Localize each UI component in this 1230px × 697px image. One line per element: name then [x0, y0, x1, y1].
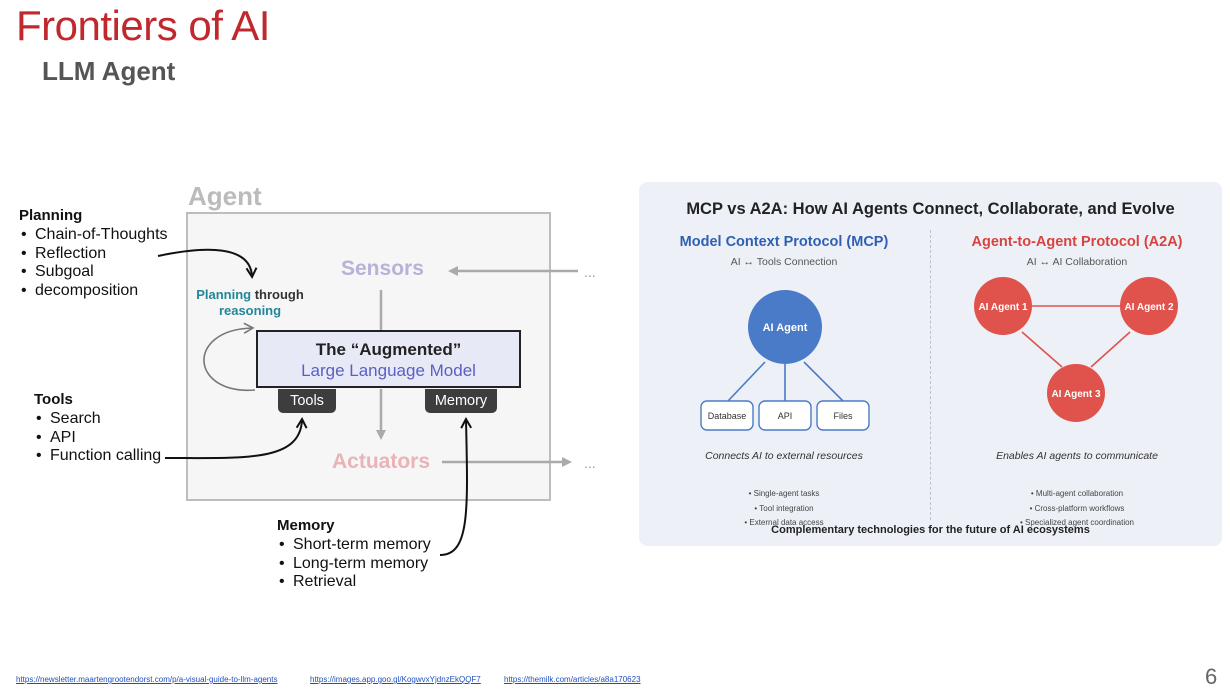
a2a-agent-label: AI Agent 2: [1124, 302, 1174, 313]
planning-word: Planning: [196, 287, 252, 302]
agent-label: Agent: [188, 181, 262, 211]
a2a-subtitle: AI ↔ AI Collaboration: [1026, 256, 1128, 268]
llm-line-2: Large Language Model: [301, 361, 476, 380]
planning-item: Subgoal: [19, 263, 168, 282]
planning-heading: Planning: [19, 207, 83, 224]
planning-item: Reflection: [19, 245, 168, 264]
sensors-label: Sensors: [341, 257, 424, 280]
memory-heading: Memory: [277, 517, 335, 534]
source-link-3[interactable]: https://themilk.com/articles/a8a170623: [504, 675, 641, 684]
mcp-hub-node: [748, 290, 822, 364]
memory-block: Memory Short-term memory Long-term memor…: [277, 517, 431, 592]
input-ellipsis: ...: [584, 264, 596, 280]
a2a-agent-node: [974, 277, 1032, 335]
planning-arrow: [157, 248, 252, 276]
mcp-tool-label: Database: [708, 411, 747, 421]
memory-item: Retrieval: [277, 573, 431, 592]
source-link-2[interactable]: https://images.app.goo.gl/KogwvxYjdnzEkQ…: [310, 675, 481, 684]
memory-item: Long-term memory: [277, 555, 431, 574]
mcp-tool-node: [700, 400, 754, 431]
slide-title: Frontiers of AI: [16, 2, 270, 49]
protocol-diagrams: AI Agent Database API Files AI Agent 1 A…: [700, 277, 1178, 431]
mcp-tool-label: API: [778, 411, 793, 421]
mcp-link: [727, 361, 766, 402]
a2a-diagram: AI Agent 1 AI Agent 2 AI Agent 3: [974, 277, 1178, 422]
a2a-agent-node: [1047, 364, 1105, 422]
tools-heading: Tools: [34, 391, 73, 408]
planning-through-reasoning: Planning through reasoning: [190, 287, 310, 319]
mcp-tool-node: [816, 400, 870, 431]
a2a-feature: • Cross-platform workflows: [1029, 503, 1125, 513]
mcp-tool-label: Files: [833, 411, 853, 421]
mcp-diagram: AI Agent Database API Files: [700, 290, 870, 431]
tools-item: Function calling: [34, 447, 161, 466]
memory-arrow: [439, 420, 467, 556]
mcp-feature: • Single-agent tasks: [748, 489, 820, 498]
tools-block: Tools Search API Function calling: [34, 391, 161, 466]
mcp-link: [803, 361, 844, 402]
a2a-features: • Multi-agent collaboration • Cross-plat…: [932, 487, 1222, 531]
a2a-column-header: Agent-to-Agent Protocol (A2A) AI ↔ AI Co…: [932, 234, 1222, 268]
augmented-llm-box: The “Augmented” Large Language Model: [256, 330, 521, 388]
tools-item: API: [34, 429, 161, 448]
mcp-features: • Single-agent tasks • Tool integration …: [639, 487, 929, 531]
a2a-link: [1021, 331, 1063, 368]
mcp-feature: • Tool integration: [754, 503, 814, 513]
a2a-link: [1090, 331, 1131, 368]
memory-item: Short-term memory: [277, 536, 431, 555]
source-link-1[interactable]: https://newsletter.maartengrootendorst.c…: [16, 675, 278, 684]
mcp-title: Model Context Protocol (MCP): [679, 234, 889, 250]
mcp-tool-node: [758, 400, 812, 431]
actuators-label: Actuators: [332, 450, 431, 473]
mcp-column-header: Model Context Protocol (MCP) AI ↔ Tools …: [639, 234, 929, 268]
mcp-vs-a2a-panel: MCP vs A2A: How AI Agents Connect, Colla…: [639, 182, 1222, 546]
a2a-feature: • Multi-agent collaboration: [1030, 489, 1124, 498]
planning-item: Chain-of-Thoughts: [19, 226, 168, 245]
a2a-agent-node: [1120, 277, 1178, 335]
a2a-description: Enables AI agents to communicate: [996, 450, 1158, 462]
panel-footer: Complementary technologies for the futur…: [771, 524, 1090, 536]
tools-item: Search: [34, 410, 161, 429]
a2a-agent-label: AI Agent 3: [1051, 389, 1101, 400]
memory-tab: Memory: [425, 389, 497, 413]
planning-block: Planning Chain-of-Thoughts Reflection Su…: [19, 207, 168, 300]
a2a-title: Agent-to-Agent Protocol (A2A): [971, 234, 1183, 250]
mcp-hub-label: AI Agent: [763, 322, 808, 334]
a2a-feature: • Specialized agent coordination: [1020, 518, 1134, 527]
tools-arrow: [164, 420, 302, 460]
page-number: 6: [1205, 664, 1218, 689]
mcp-subtitle: AI ↔ Tools Connection: [730, 256, 838, 268]
panel-title: MCP vs A2A: How AI Agents Connect, Colla…: [686, 200, 1175, 218]
output-ellipsis: ...: [584, 455, 596, 471]
mcp-feature: • External data access: [744, 518, 824, 527]
tools-tab: Tools: [278, 389, 336, 413]
mcp-description: Connects AI to external resources: [705, 450, 863, 462]
planning-item-continued: decomposition: [19, 282, 168, 301]
reasoning-word: reasoning: [218, 303, 282, 318]
slide-subtitle: LLM Agent: [42, 56, 176, 86]
a2a-agent-label: AI Agent 1: [978, 302, 1028, 313]
through-word: through: [251, 287, 304, 302]
reasoning-loop-arrow: [203, 322, 256, 391]
panel-divider: [930, 230, 931, 520]
llm-line-1: The “Augmented”: [315, 340, 462, 359]
